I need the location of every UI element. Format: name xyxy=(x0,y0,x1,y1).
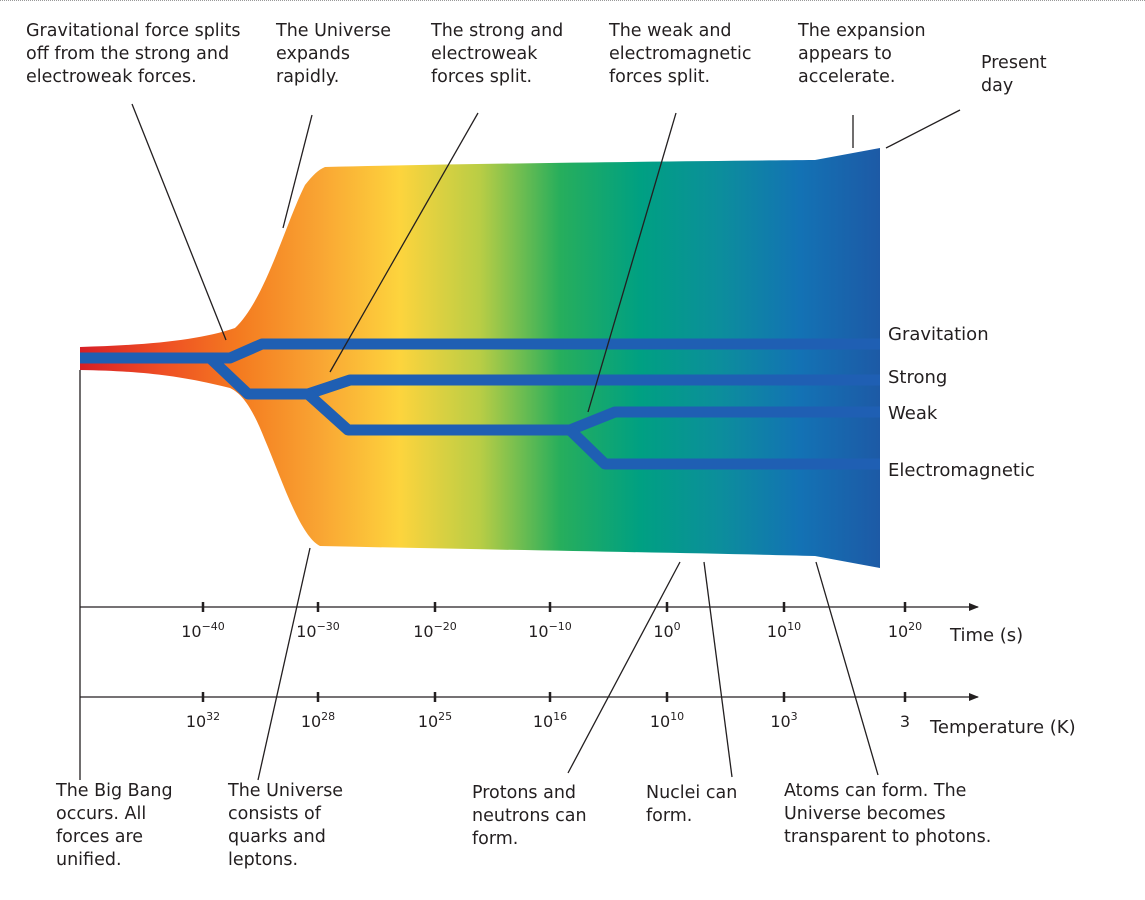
annotation-expansion-accelerates: The expansion appears to accelerate. xyxy=(798,21,926,87)
force-label-electromagnetic: Electromagnetic xyxy=(888,460,1035,481)
leader-quarks xyxy=(257,547,311,781)
leader-present xyxy=(885,109,961,149)
annotation-big-bang: The Big Bang occurs. All forces are unif… xyxy=(56,781,173,870)
top-border xyxy=(0,0,1145,1)
time-tick-label: 100 xyxy=(653,620,681,641)
leader-protons xyxy=(567,561,681,774)
time-tick-label: 10−10 xyxy=(528,620,572,641)
time-tick-label: 10−40 xyxy=(181,620,225,641)
temperature-tick-label: 1016 xyxy=(532,710,568,731)
temperature-tick-label: 103 xyxy=(770,710,798,731)
temperature-tick-label: 1010 xyxy=(649,710,685,731)
annotation-expands-rapidly: The Universe expands rapidly. xyxy=(276,21,392,87)
annotation-strong-electroweak-split: The strong and electroweak forces split. xyxy=(431,21,564,87)
annotation-quarks-leptons: The Universe consists of quarks and lept… xyxy=(228,781,344,870)
annotation-protons-neutrons: Protons and neutrons can form. xyxy=(472,783,587,849)
force-label-weak: Weak xyxy=(888,403,938,424)
temperature-tick-label: 3 xyxy=(899,712,911,731)
time-tick-label: 10−20 xyxy=(413,620,457,641)
annotation-gravitational-split: Gravitational force splits off from the … xyxy=(26,21,241,87)
weak-force-line xyxy=(248,388,880,436)
time-tick-label: 1020 xyxy=(887,620,923,641)
temperature-tick-label: 1028 xyxy=(300,710,336,731)
temperature-tick-label: 1032 xyxy=(185,710,221,731)
force-label-strong: Strong xyxy=(888,367,948,388)
annotation-present-day: Present day xyxy=(981,53,1047,96)
temperature-axis-title: Temperature (K) xyxy=(930,717,1076,738)
leader-weak-split xyxy=(587,112,677,413)
leader-strong-split xyxy=(329,112,479,373)
electromagnetic-force-line xyxy=(566,426,880,470)
leader-expands xyxy=(282,114,313,229)
leader-grav-split xyxy=(131,103,227,341)
leader-nuclei xyxy=(703,561,733,778)
force-label-gravitation: Gravitation xyxy=(888,324,989,345)
time-axis-title: Time (s) xyxy=(950,625,1024,646)
time-tick-label: 10−30 xyxy=(296,620,340,641)
annotation-nuclei-form: Nuclei can form. xyxy=(646,783,738,826)
annotation-atoms-form: Atoms can form. The Universe becomes tra… xyxy=(784,781,992,847)
temperature-tick-label: 1025 xyxy=(417,710,453,731)
annotation-weak-electromagnetic-split: The weak and electromagnetic forces spli… xyxy=(609,21,752,87)
time-tick-label: 1010 xyxy=(766,620,802,641)
leader-atoms xyxy=(815,561,879,776)
